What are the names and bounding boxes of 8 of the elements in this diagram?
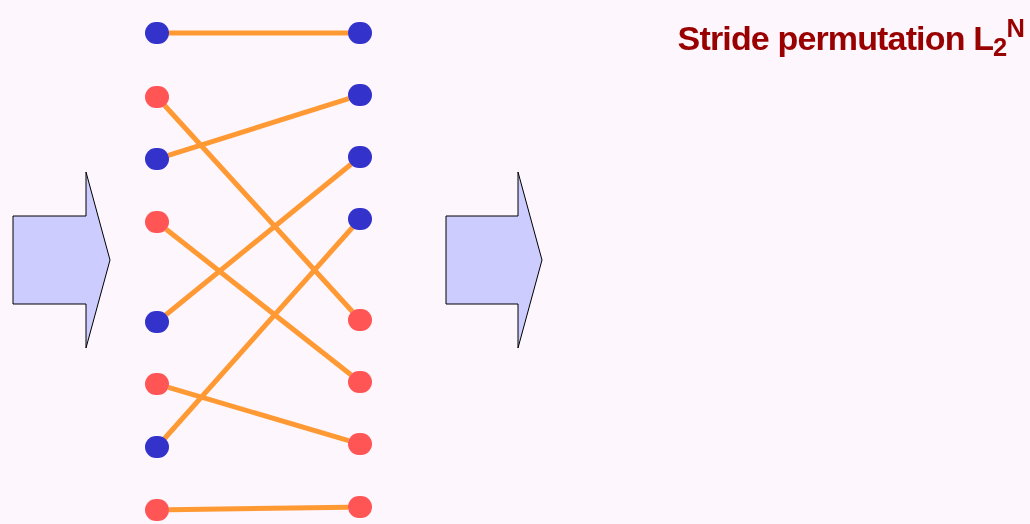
connector-line [162, 225, 355, 441]
connector-line [167, 385, 350, 443]
connector-line [164, 227, 353, 377]
connector-line [162, 103, 355, 314]
connector-line [164, 162, 353, 317]
connector-line [167, 96, 350, 158]
connector-line [168, 504, 349, 513]
connector-line [169, 30, 348, 36]
